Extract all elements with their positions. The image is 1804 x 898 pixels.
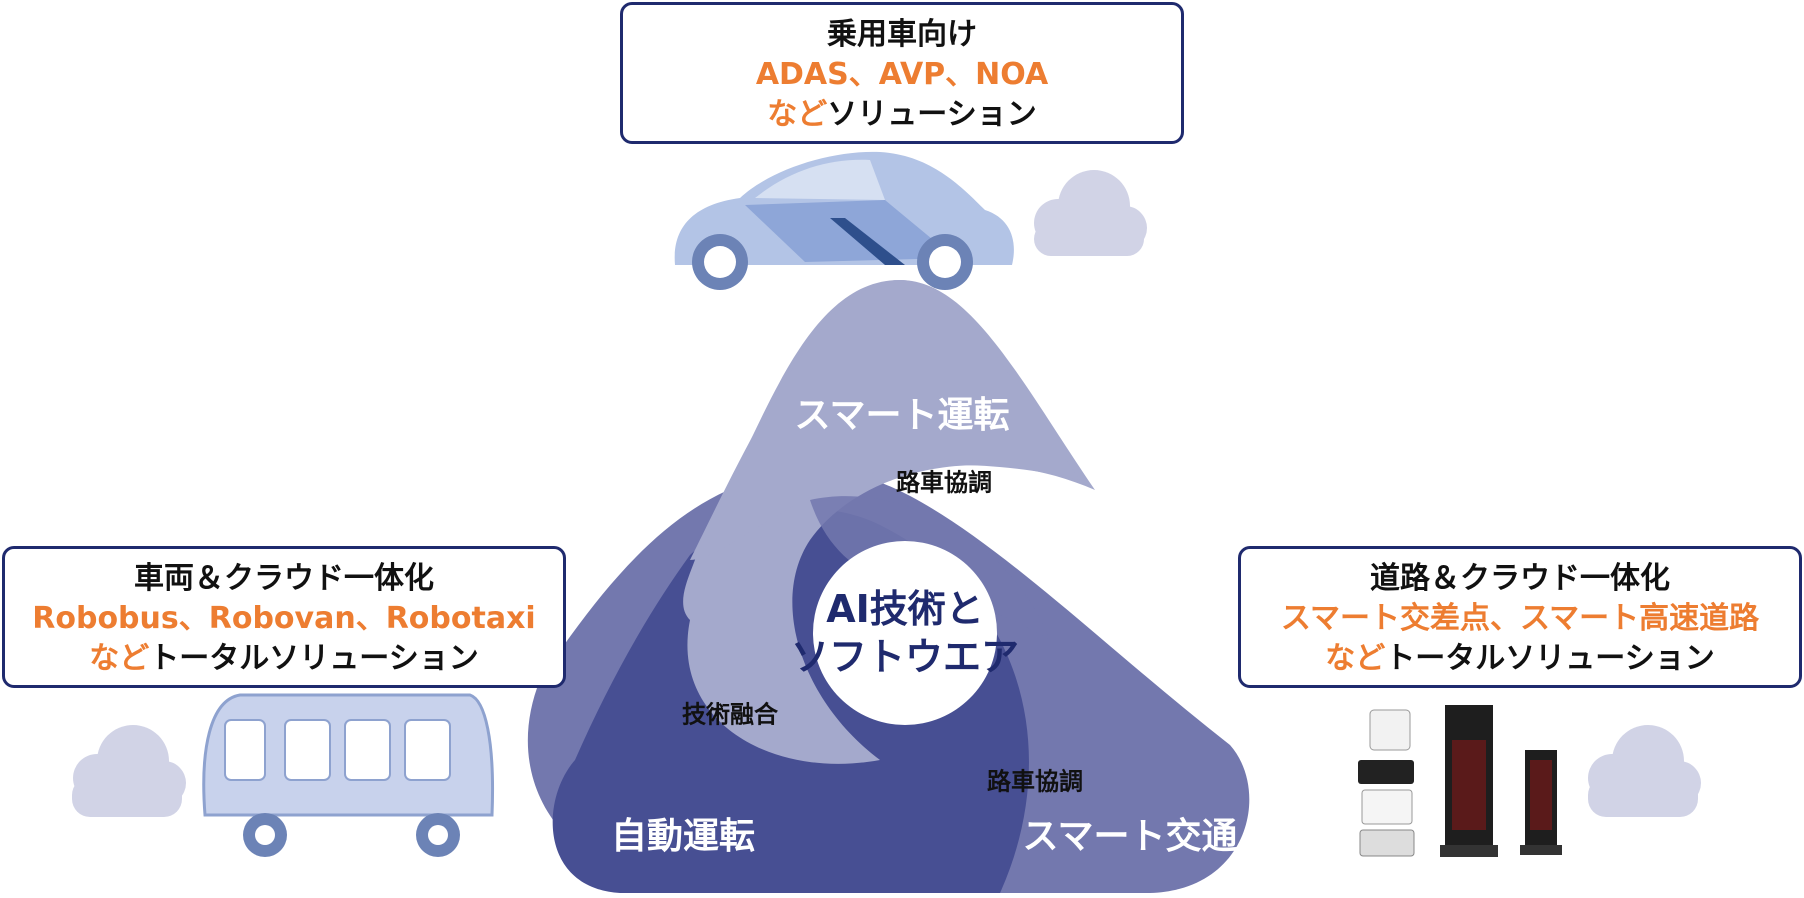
v2x-label-bottom: 路車協調 bbox=[987, 767, 1083, 796]
road-cloud-callout: 道路＆クラウド一体化 スマート交差点、スマート高速道路 などトータルソリューショ… bbox=[1238, 546, 1802, 688]
callout-footer: などトータルソリューション bbox=[89, 641, 479, 676]
tech-fusion-label: 技術融合 bbox=[682, 700, 778, 729]
roadside-equipment-icon bbox=[1358, 705, 1562, 857]
callout-heading: 乗用車向け bbox=[827, 17, 977, 52]
bus-icon bbox=[202, 693, 494, 857]
callout-solutions: ADAS、AVP、NOA bbox=[755, 57, 1049, 92]
smart-driving-label: スマート運転 bbox=[794, 395, 1010, 436]
center-label: AI技術と ソフトウエア bbox=[790, 587, 1020, 679]
callout-footer: などソリューション bbox=[767, 97, 1037, 132]
v2x-label-top: 路車協調 bbox=[896, 468, 992, 497]
smart-traffic-label: スマート交通 bbox=[1022, 816, 1238, 857]
autonomous-driving-label: 自動運転 bbox=[610, 816, 756, 857]
callout-solutions: Robobus、Robovan、Robotaxi bbox=[32, 601, 536, 636]
callout-heading: 道路＆クラウド一体化 bbox=[1370, 561, 1670, 596]
smart-driving-top bbox=[690, 280, 1080, 560]
callout-solutions: スマート交差点、スマート高速道路 bbox=[1280, 601, 1760, 636]
passenger-car-callout: 乗用車向け ADAS、AVP、NOA などソリューション bbox=[620, 2, 1184, 144]
vehicle-cloud-callout: 車両＆クラウド一体化 Robobus、Robovan、Robotaxi などトー… bbox=[2, 546, 566, 688]
callout-footer: などトータルソリューション bbox=[1325, 641, 1715, 676]
cloud-icon bbox=[1034, 170, 1147, 256]
car-icon bbox=[674, 151, 1014, 290]
cloud-icon bbox=[1588, 725, 1701, 817]
cloud-icon bbox=[72, 725, 186, 817]
callout-heading: 車両＆クラウド一体化 bbox=[134, 561, 434, 596]
center-circle bbox=[813, 541, 997, 725]
